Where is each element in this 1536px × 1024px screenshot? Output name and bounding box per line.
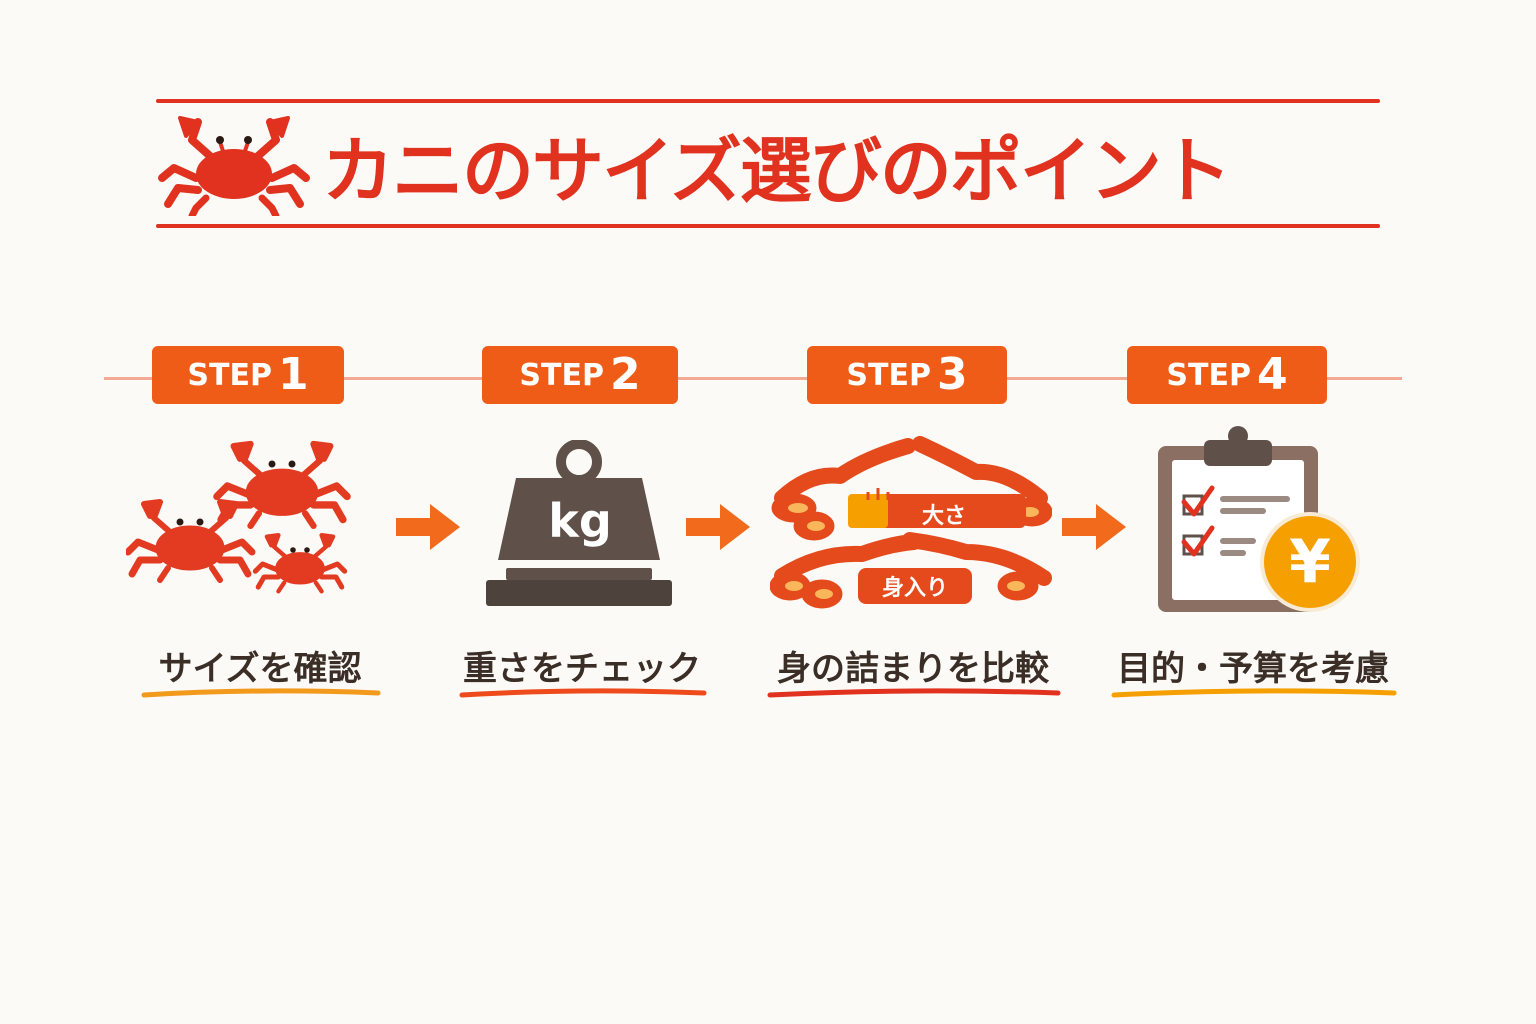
step-label: STEP (187, 357, 272, 393)
step-2-badge: STEP 2 (482, 346, 678, 404)
step-label: STEP (846, 357, 931, 393)
step-label: STEP (1166, 357, 1251, 393)
meat-fill-tag: 身入り (881, 576, 948, 601)
step-number: 1 (277, 349, 309, 400)
step-4-badge: STEP 4 (1127, 346, 1327, 404)
title-top-rule (156, 99, 1380, 103)
page-title: カニのサイズ選びのポイント (322, 128, 1232, 213)
caption-underline (459, 688, 707, 698)
step-number: 3 (936, 349, 968, 400)
crabs-group-icon (126, 436, 374, 606)
arrow-right-icon (686, 504, 750, 550)
step-1-badge: STEP 1 (152, 346, 344, 404)
arrow-right-icon (1062, 504, 1126, 550)
step-label: STEP (519, 357, 604, 393)
step-number: 2 (609, 349, 641, 400)
step-number: 4 (1256, 349, 1288, 400)
clipboard-yen-icon (1158, 426, 1360, 612)
weight-scale-icon (486, 440, 672, 606)
arrow-right-icon (396, 504, 460, 550)
step-2-caption: 重さをチェック (463, 648, 701, 689)
step-3-caption: 身の詰まりを比較 (777, 648, 1049, 689)
size-tag: 大さ (921, 504, 966, 529)
step-3-badge: STEP 3 (807, 346, 1007, 404)
caption-underline (141, 688, 381, 698)
step-1-caption: サイズを確認 (158, 648, 362, 689)
step-4-caption: 目的・予算を考慮 (1117, 648, 1389, 689)
steps-timeline (104, 377, 1402, 380)
caption-underline (1111, 688, 1397, 698)
yen-symbol: ¥ (1289, 527, 1331, 597)
crab-icon (158, 116, 310, 216)
caption-underline (767, 688, 1061, 698)
weight-label: kg (548, 494, 612, 548)
title-bottom-rule (156, 224, 1380, 228)
crab-legs-icon (770, 436, 1052, 609)
